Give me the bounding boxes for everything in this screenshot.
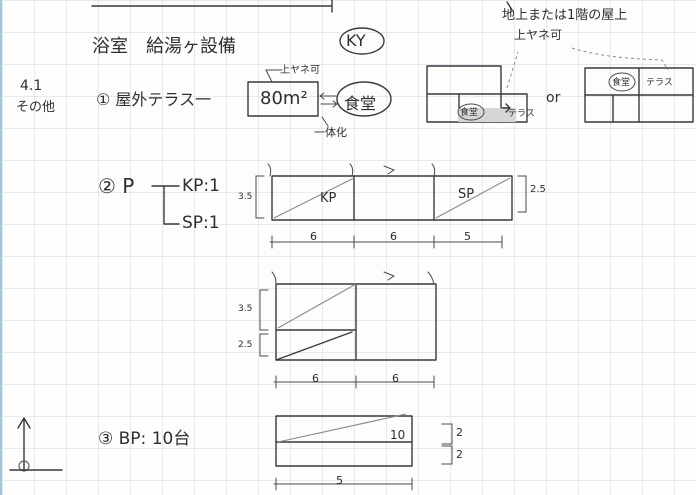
bp-height-1: 2 <box>456 426 463 439</box>
plan-right-room: 食堂 <box>612 78 631 88</box>
width-2: 6 <box>390 230 397 243</box>
dining-circle <box>336 81 392 117</box>
right-dim-bracket <box>517 175 527 213</box>
area-box <box>247 81 319 117</box>
bp-height-brackets <box>441 423 453 465</box>
lower-dim-2: 2.5 <box>238 340 253 350</box>
left-dim: 3.5 <box>238 192 253 202</box>
or-label: or <box>546 90 561 106</box>
plan-note-top: 地上または1階の屋上 <box>502 8 628 23</box>
terrace-shade <box>458 108 516 122</box>
link-arrows <box>319 92 338 108</box>
lower-dim-bracket-1 <box>259 289 269 331</box>
plan-right-pointer <box>571 47 669 71</box>
width-3: 5 <box>464 230 471 243</box>
box-kp-label: KP <box>320 191 337 206</box>
lower-top-ticks <box>271 271 435 285</box>
kp-count: KP:1 <box>182 176 220 196</box>
left-dim-bracket <box>255 175 265 219</box>
heading-title: 浴室 給湯ヶ設備 <box>92 36 236 57</box>
lower-diagonal-1 <box>277 283 357 329</box>
box-sp-label: SP <box>458 187 475 202</box>
lower-width-2: 6 <box>392 372 399 385</box>
lower-dim-1: 3.5 <box>238 304 253 314</box>
plan-right-dining-circle <box>608 72 636 92</box>
p-bracket <box>163 185 180 225</box>
bp-diagonal <box>277 413 407 443</box>
bp-height-2: 2 <box>456 448 463 461</box>
width-dim-ticks <box>271 235 503 249</box>
above-note: 上ヤネ可 <box>280 65 320 76</box>
item2-label: ② P <box>98 174 135 198</box>
area-value: 80m² <box>260 88 308 109</box>
width-1: 6 <box>310 230 317 243</box>
bp-width: 5 <box>336 474 343 487</box>
top-marker <box>383 165 396 175</box>
bp-width-ticks <box>275 477 413 491</box>
bp-box-value: 10 <box>390 428 406 442</box>
section-label: その他 <box>16 100 56 115</box>
link-tick <box>321 116 329 127</box>
lower-top-marker <box>383 271 396 281</box>
item1-label: ① 屋外テラス一 <box>96 90 212 109</box>
plan-left-pointer <box>506 51 519 89</box>
plan-left-arrow <box>501 103 511 113</box>
lower-width-ticks <box>275 375 435 389</box>
lower-width-1: 6 <box>312 372 319 385</box>
ky-circle <box>339 27 385 55</box>
right-dim: 2.5 <box>530 184 546 195</box>
plan-left-dining-circle <box>457 103 485 121</box>
plan-note-sub: 上ヤネ可 <box>514 28 563 42</box>
margin-arrow-up <box>17 417 31 471</box>
plan-left-terrace: テラス <box>508 109 535 119</box>
bp-box <box>275 415 413 467</box>
link-note: 一体化 <box>314 126 347 139</box>
lower-dim-bracket-2 <box>259 333 269 357</box>
strip-top-ticks <box>267 163 436 177</box>
section-number: 4.1 <box>20 78 43 94</box>
item3-label: ③ BP: 10台 <box>98 429 191 449</box>
room-label: 食堂 <box>344 94 377 113</box>
ky-badge: KY <box>346 31 366 50</box>
parking-strip <box>271 175 513 221</box>
plan-right-terrace: テラス <box>646 78 673 88</box>
area-callout <box>265 69 283 83</box>
sp-count: SP:1 <box>182 213 220 233</box>
margin-circle <box>18 460 30 472</box>
lower-diagonal-2 <box>275 331 353 361</box>
sp-diagonal <box>435 177 511 219</box>
plan-left-room: 食堂 <box>460 108 479 118</box>
kp-diagonal <box>273 177 355 219</box>
top-tick-right <box>506 1 513 11</box>
